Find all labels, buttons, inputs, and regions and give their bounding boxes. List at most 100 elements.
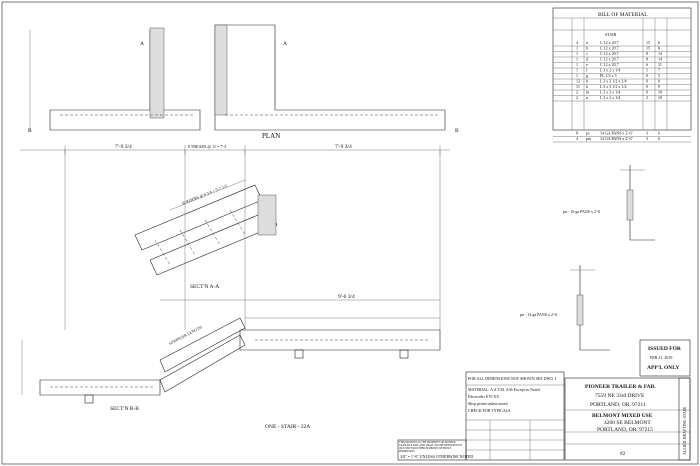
bom-cell-mark: g (586, 73, 588, 78)
bom-header-stair: STAIR (605, 32, 617, 37)
section-b-view: 9'-6 3/4 STRINGER LENGTH SECT'N B-B ONE … (21, 294, 441, 430)
issued-title: ISSUED FOR (648, 346, 682, 352)
bom-cell-mark: b (586, 46, 588, 51)
bom-cell-len: 0 (646, 73, 648, 78)
bom-cell-desc: L 3 x 2 x 1/4 (600, 68, 620, 73)
bom-cell-mark: c (586, 51, 588, 56)
title-block: PIONEER TRAILER & FAB. 7559 NE 33rd DRIV… (564, 377, 691, 461)
bom-cell-qty: 8 (576, 131, 578, 136)
section-marker-b-left: B (28, 128, 32, 134)
detail-views: pn - 16 ga PANS x 2'-6 pn - 14 ga PANS x… (520, 165, 655, 351)
bom-cell-ft: 11 (658, 62, 662, 67)
bom-cell-qty: 12 (576, 79, 580, 84)
bom-cell-desc: C 12 x 20.7 (600, 62, 619, 67)
bom-cell-ft: 10 (658, 95, 662, 100)
bom-cell-mark: m (586, 90, 590, 95)
electrode-note: Electrodes E70 XX (468, 394, 499, 399)
section-a-view: 10 RISERS @ 6 3/4 = 5'-7 1/2 SECT'N A-A (134, 179, 278, 290)
sheet-number: #2 (620, 451, 626, 457)
issued-date: FEB 21, 2019 (650, 355, 672, 361)
bom-cell-mark: pm (586, 136, 592, 141)
bom-cell-ft: 5 (658, 73, 660, 78)
stringer-dim-a: 10 RISERS @ 6 3/4 = 5'-7 1/2 (181, 183, 228, 206)
bom-cell-mark: n (586, 95, 588, 100)
project-city: PORTLAND, OR. 97215 (597, 427, 653, 433)
plan-title: PLAN (262, 132, 280, 140)
company-name: PIONEER TRAILER & FAB. (585, 384, 656, 390)
bom-cell-qty: 1 (576, 46, 578, 51)
bom-cell-len: 0 (646, 90, 648, 95)
paint-note: Shop prime unless noted (468, 401, 507, 406)
bom-cell-len: 6 (646, 62, 648, 67)
bom-cell-mark: ps (586, 131, 590, 136)
bom-cell-desc: C 12 x 20.7 (600, 57, 619, 62)
plan-view: 7'-9 3/4 8 TREADS @ 11 = 7'-4 7'-9 3/4 A… (20, 24, 459, 155)
stringer-dim-b: STRINGER LENGTH (168, 324, 203, 346)
bom-cell-mark: h (586, 79, 588, 84)
bom-cell-desc: C 12 x 20.7 (600, 51, 619, 56)
bom-cell-mark: e (586, 62, 588, 67)
bom-cell-qty: 1 (576, 68, 578, 73)
bom-cell-ft: 6 (658, 46, 660, 51)
bom-cell-desc: L 3 x 3 1/2 x 1/4 (600, 84, 627, 89)
bom-cell-desc: L 3 x 2 x 1/4 (600, 95, 620, 100)
bom-cell-qty: 2 (576, 95, 578, 100)
bom-cell-ft: 6 (658, 136, 660, 141)
project-address: 4200 SE BELMONT (604, 420, 651, 426)
bom-cell-desc: 14 GA PANS x 2'-6" (600, 136, 633, 141)
bom-cell-qty: 11 (576, 84, 580, 89)
bom-cell-ft: 6 (658, 40, 660, 45)
bom-cell-desc: C 12 x 20.7 (600, 40, 619, 45)
bom-cell-len: 8 (646, 57, 648, 62)
bom-cell-ft: 7 (658, 68, 660, 73)
section-marker-a-right: A (283, 41, 287, 47)
bom-cell-desc: PL 1/2 x 5 (600, 73, 617, 78)
weld-note: CHECK FOR TYPICALS (468, 408, 510, 413)
section-b-title: SECT'N B-B (110, 406, 139, 412)
bom-cell-len: 15 (646, 46, 650, 51)
bom-cell-qty: 1 (576, 62, 578, 67)
bom-cell-ft: 10 (658, 90, 662, 95)
company-city: PORTLAND, OR. 97211 (590, 402, 646, 408)
scale-note: 3/8" = 1'-0" UNLESS OTHERWISE NOTED (400, 454, 473, 459)
dim-middle: 8 TREADS @ 11 = 7'-4 (188, 144, 226, 149)
bom-cell-qty: 1 (576, 73, 578, 78)
bom-cell-qty: 1 (576, 51, 578, 56)
bom-cell-mark: f (586, 68, 588, 73)
bom-cell-mark: k (586, 84, 588, 89)
bom-cell-len: 15 (646, 40, 650, 45)
bom-cell-len: 3 (646, 136, 648, 141)
project-name: BELMONT MIXED USE (592, 413, 653, 419)
bom-cell-ft: 6 (658, 131, 660, 136)
bom-cell-mark: a (586, 40, 588, 45)
bom-cell-len: 8 (646, 51, 648, 56)
dim-right: 7'-9 3/4 (335, 144, 352, 150)
side-stamp: ALLIED DRAFTING STAIR (682, 407, 687, 455)
bom-cell-len: 0 (646, 84, 648, 89)
general-note: FOR ALL DIMENSIONS NOT SHOWN SEE DWG 1 (468, 376, 556, 381)
company-address: 7559 NE 33rd DRIVE (595, 393, 645, 399)
bom-cell-desc: C 12 x 20.7 (600, 46, 619, 51)
bom-cell-ft: 9 (658, 79, 660, 84)
callout-pans-2: pn - 14 ga PANS x 2'-6 (520, 312, 557, 317)
bom-cell-qty: 4 (576, 136, 578, 141)
issued-stamp: ISSUED FOR FEB 21, 2019 APP'L ONLY (639, 339, 691, 377)
dim-left: 7'-9 3/4 (115, 144, 132, 150)
material-note: MATERIAL: A.S.T.M. A36 Except as Noted (468, 387, 540, 392)
section-a-title: SECT'N A-A (190, 284, 219, 290)
bom-cell-qty: 4 (576, 40, 578, 45)
callout-pans-1: pn - 16 ga PANS x 2'-6 (563, 209, 600, 214)
view-footer-title: ONE - STAIR - 22A (265, 424, 310, 430)
issued-note: APP'L ONLY (647, 365, 679, 371)
legal-text: THIS DRAWING IS THE PROPERTY OF PIONEER … (399, 441, 462, 453)
bom-cell-ft: 14 (658, 57, 662, 62)
legal-block: THIS DRAWING IS THE PROPERTY OF PIONEER … (397, 439, 473, 461)
bom-title: BILL OF MATERIAL (598, 12, 648, 18)
bom-cell-qty: 1 (576, 57, 578, 62)
dim-overall: 9'-6 3/4 (338, 294, 355, 300)
bom-cell-desc: L 3 x 2 x 1/4 (600, 90, 620, 95)
